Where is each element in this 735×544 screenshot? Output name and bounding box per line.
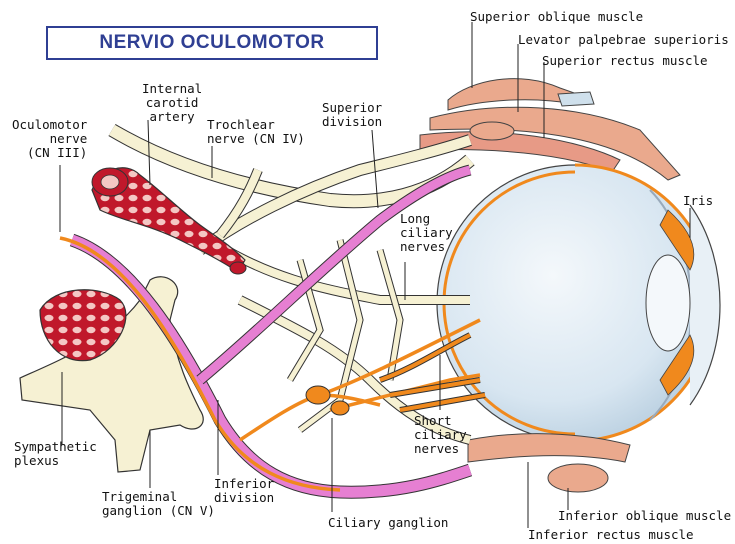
label-superior-oblique: Superior oblique muscle — [470, 10, 643, 24]
label-sympathetic-plexus: Sympathetic plexus — [14, 440, 97, 468]
label-inferior-division: Inferior division — [214, 477, 274, 505]
label-superior-rectus: Superior rectus muscle — [542, 54, 708, 68]
label-trigeminal-ganglion: Trigeminal ganglion (CN V) — [102, 490, 215, 518]
superior-oblique-muscle — [448, 79, 594, 110]
page-title: NERVIO OCULOMOTOR — [99, 32, 324, 54]
label-short-ciliary: Short ciliary nerves — [414, 414, 467, 456]
label-inferior-oblique: Inferior oblique muscle — [558, 509, 731, 523]
label-internal-carotid: Internal carotid artery — [142, 82, 202, 124]
label-iris: Iris — [683, 194, 713, 208]
title-box: NERVIO OCULOMOTOR — [46, 26, 378, 60]
label-trochlear-nerve: Trochlear nerve (CN IV) — [207, 118, 305, 146]
label-oculomotor-nerve: Oculomotor nerve (CN III) — [12, 118, 87, 160]
inferior-oblique-muscle — [548, 464, 608, 492]
label-inferior-rectus: Inferior rectus muscle — [528, 528, 694, 542]
label-superior-division: Superior division — [322, 101, 382, 129]
label-levator-palpebrae: Levator palpebrae superioris — [518, 33, 729, 47]
label-ciliary-ganglion: Ciliary ganglion — [328, 516, 448, 530]
label-long-ciliary: Long ciliary nerves — [400, 212, 453, 254]
